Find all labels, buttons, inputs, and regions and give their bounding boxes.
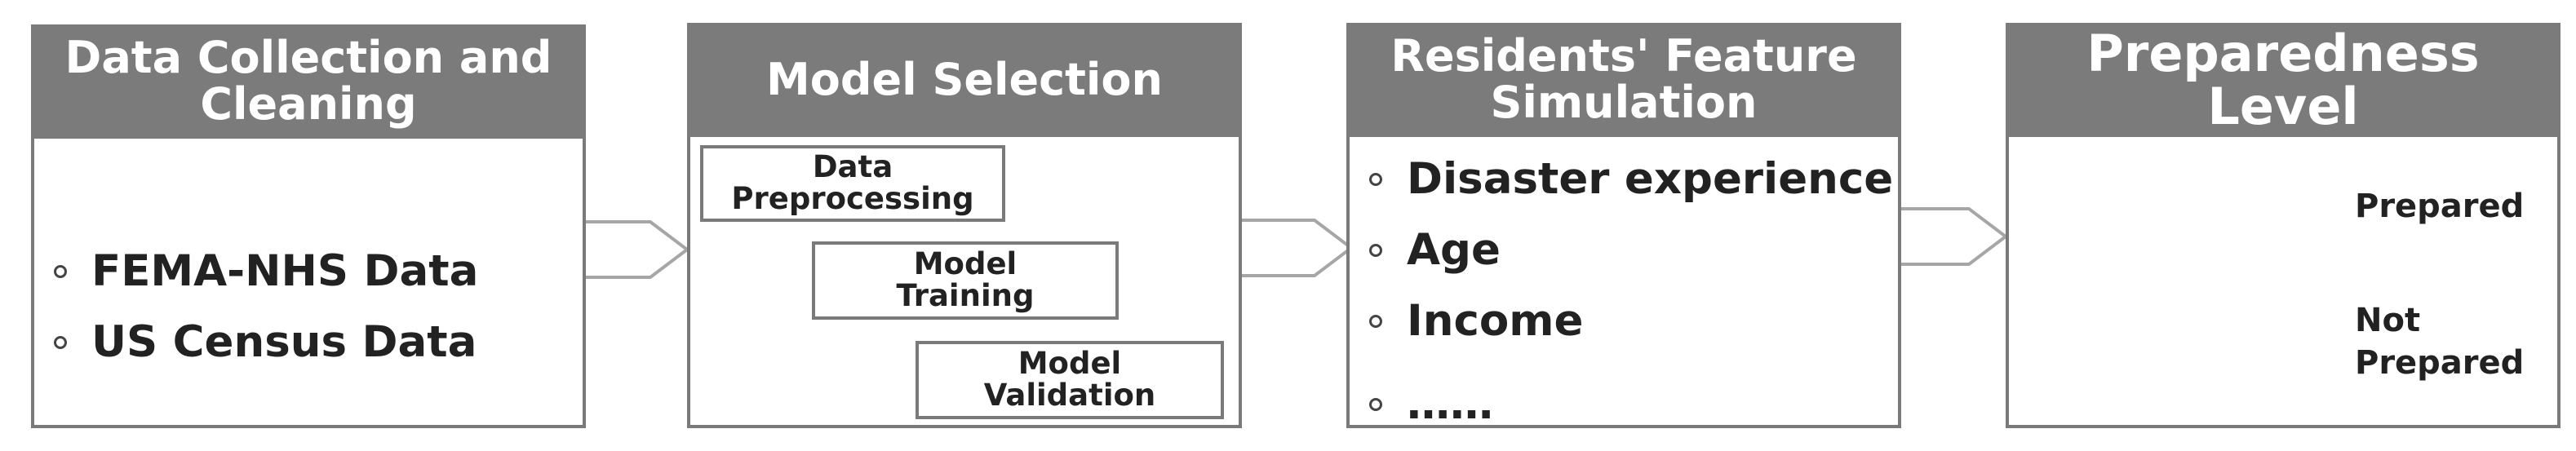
bullet-icon <box>1369 315 1382 328</box>
list-item: FEMA-NHS Data <box>54 236 478 307</box>
legend-not-prepared: Not Prepared <box>2355 302 2525 382</box>
list-item: US Census Data <box>54 307 478 378</box>
flow-arrow-1 <box>579 220 690 279</box>
step-data-preprocessing: Data Preprocessing <box>700 145 1005 222</box>
panel-title: Preparedness Level <box>2086 23 2480 136</box>
panel-preparedness-level: Preparedness Level Prepared Not Prepared <box>2006 23 2560 428</box>
panel-title-line: Data Collection and <box>64 32 552 84</box>
bullet-icon <box>54 265 67 278</box>
flow-arrow-2 <box>1239 219 1355 277</box>
panel-title: Model Selection <box>766 53 1163 105</box>
list-item: …… <box>1369 369 1893 440</box>
panel-header: Data Collection and Cleaning <box>31 24 586 139</box>
list-item: Age <box>1369 214 1893 285</box>
panel-title-line: Residents' Feature <box>1390 30 1857 82</box>
list-item: Disaster experience <box>1369 144 1893 214</box>
panel-header: Model Selection <box>687 23 1242 137</box>
data-source-list: FEMA-NHS Data US Census Data <box>54 236 478 378</box>
panel-data-collection: Data Collection and Cleaning FEMA-NHS Da… <box>31 24 586 428</box>
list-item: Income <box>1369 285 1893 356</box>
flow-arrow-3 <box>1898 207 2009 266</box>
bullet-icon <box>54 336 67 349</box>
panel-header: Residents' Feature Simulation <box>1346 23 1901 137</box>
bullet-icon <box>1369 398 1382 411</box>
bullet-icon <box>1369 244 1382 257</box>
step-model-training: Model Training <box>812 241 1119 320</box>
feature-list: Disaster experience Age Income …… <box>1369 144 1893 440</box>
panel-feature-simulation: Residents' Feature Simulation Disaster e… <box>1346 23 1901 429</box>
panel-title-line: Simulation <box>1490 77 1758 128</box>
panel-header: Preparedness Level <box>2006 23 2560 137</box>
step-model-validation: Model Validation <box>916 341 1224 419</box>
panel-title-line: Cleaning <box>200 78 417 130</box>
bullet-icon <box>1369 173 1382 186</box>
legend-prepared: Prepared <box>2355 188 2525 225</box>
